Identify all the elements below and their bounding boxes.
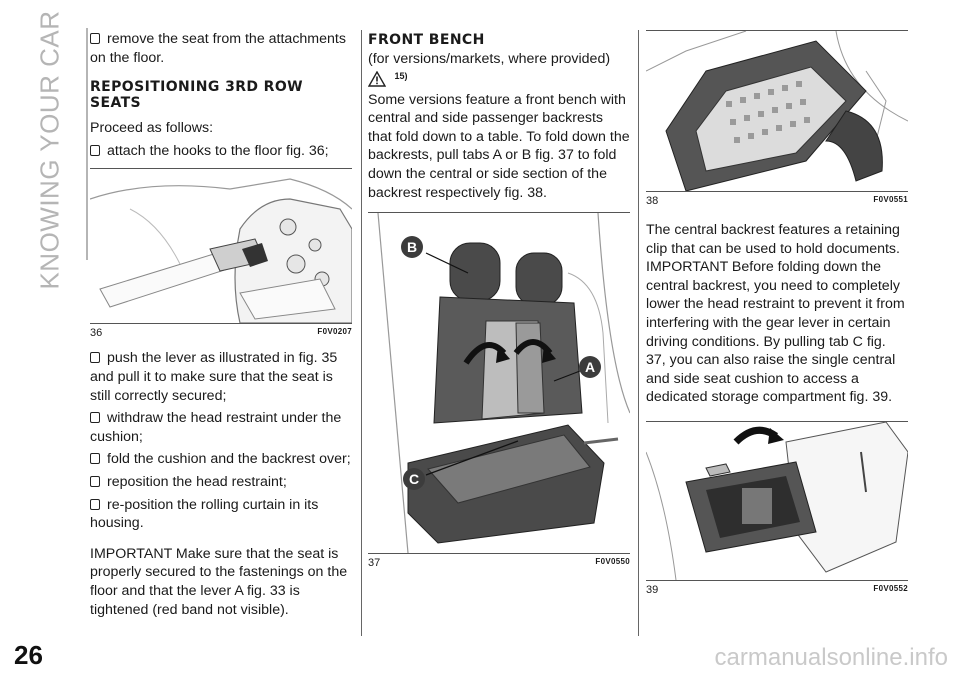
section-side-title: KNOWING YOUR CAR: [34, 10, 65, 290]
column-divider: [638, 30, 639, 636]
column-middle: FRONT BENCH (for versions/markets, where…: [368, 30, 630, 569]
figure-39-image: [646, 420, 908, 581]
bullet-box-icon: [90, 412, 100, 424]
bullet-box-icon: [90, 498, 100, 510]
figure-caption: 38 F0V0551: [646, 195, 908, 207]
callout-label-c: C: [409, 471, 419, 487]
figure-caption: 37 F0V0550: [368, 557, 630, 570]
bullet-item: attach the hooks to the floor fig. 36;: [90, 142, 352, 161]
figure-37-image: B A C: [368, 212, 630, 555]
column-divider: [361, 30, 362, 636]
bullet-box-icon: [90, 453, 100, 465]
page-number: 26: [14, 640, 43, 670]
bullet-item: re-position the rolling curtain in its h…: [90, 496, 319, 532]
body-paragraph: The central backrest features a retainin…: [646, 222, 905, 406]
figure-38-image: [646, 30, 908, 192]
figure-caption: 39 F0V0552: [646, 583, 908, 596]
callout-label-b: B: [407, 239, 417, 255]
figure-caption: 36 F0V0207: [90, 327, 352, 340]
bullet-item: withdraw the head restraint under the cu…: [90, 410, 342, 445]
column-left: remove the seat from the attachments on …: [90, 30, 352, 619]
body-paragraph: Some versions feature a front bench with…: [368, 91, 630, 201]
bullet-item: reposition the head restraint;: [90, 473, 352, 492]
column-right: 38 F0V0551 The central backrest features…: [646, 30, 908, 596]
section-heading: REPOSITIONING 3RD ROW SEATS: [90, 79, 304, 112]
watermark: carmanualsonline.info: [714, 644, 948, 671]
figure-36-image: [90, 168, 352, 325]
bullet-item: push the lever as illustrated in fig. 35…: [90, 350, 338, 404]
bullet-box-icon: [90, 475, 100, 487]
bullet-item: fold the cushion and the backrest over;: [90, 450, 352, 469]
warning-note: 15): [368, 71, 630, 91]
intro-text: Proceed as follows:: [90, 120, 214, 137]
bullet-box-icon: [90, 144, 100, 156]
section-heading: FRONT BENCH: [368, 32, 485, 48]
bullet-box-icon: [90, 352, 100, 364]
side-rule: [86, 28, 88, 260]
warning-triangle-icon: [368, 71, 386, 88]
callout-label-a: A: [585, 359, 595, 375]
subheading: (for versions/markets, where provided): [368, 51, 611, 67]
important-note: IMPORTANT Make sure that the seat is pro…: [90, 545, 348, 618]
bullet-item: remove the seat from the attachments on …: [90, 31, 346, 66]
bullet-box-icon: [90, 33, 100, 44]
